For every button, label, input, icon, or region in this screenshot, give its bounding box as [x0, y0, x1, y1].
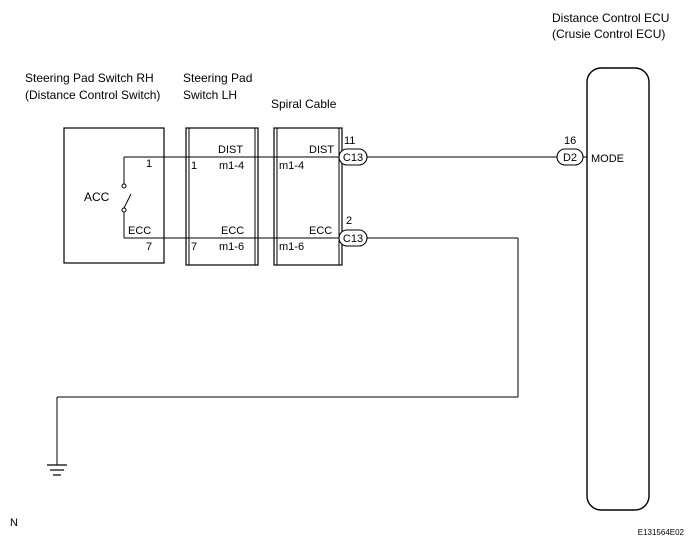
ecu-mode-label: MODE — [591, 153, 624, 165]
switch-rh-title-line2: (Distance Control Switch) — [25, 88, 160, 102]
switch-lever — [123, 193, 132, 209]
switch-rh-title-line1: Steering Pad Switch RH — [25, 71, 154, 85]
switch-lh-pin-top: 1 — [191, 160, 197, 172]
switch-lh-box — [185, 127, 259, 266]
switch-lh-dist-label: DIST — [218, 144, 243, 156]
ecu-box — [586, 67, 650, 511]
switch-lh-title-line2: Switch LH — [183, 88, 237, 102]
switch-lh-title-line1: Steering Pad — [183, 71, 252, 85]
switch-lh-pin-bottom: 7 — [191, 241, 197, 253]
spiral-ecc-label: ECC — [309, 225, 332, 237]
switch-lh-ecc-label: ECC — [221, 225, 244, 237]
spiral-cable-box — [273, 127, 343, 266]
switch-lh-pin-bottom-name: m1-6 — [219, 241, 244, 253]
footer-left-mark: N — [10, 517, 18, 529]
figure-id: E131564E02 — [638, 528, 685, 537]
switch-rh-ecc-label: ECC — [128, 225, 151, 237]
ecu-title-line1: Distance Control ECU — [552, 11, 669, 25]
switch-rh-pin-top: 1 — [146, 158, 152, 170]
connector-d2-label: D2 — [563, 152, 577, 164]
connector-bottom-label: C13 — [343, 233, 363, 245]
ecu-pin-number: 16 — [564, 135, 576, 147]
connector-bottom-pin: 2 — [346, 215, 352, 227]
spiral-dist-label: DIST — [309, 144, 334, 156]
switch-lh-pin-top-name: m1-4 — [219, 160, 244, 172]
connector-c13-top — [338, 148, 368, 166]
ground-symbol-icon — [47, 464, 67, 476]
switch-rh-box — [63, 127, 165, 264]
spiral-pin-bottom-name: m1-6 — [279, 241, 304, 253]
ecu-title-line2: (Crusie Control ECU) — [552, 27, 665, 41]
spiral-pin-top-name: m1-4 — [279, 160, 304, 172]
connector-d2 — [556, 148, 584, 166]
switch-contact-bottom — [121, 207, 127, 213]
connector-top-label: C13 — [343, 152, 363, 164]
switch-acc-label: ACC — [84, 190, 110, 204]
switch-rh-pin-bottom: 7 — [146, 241, 152, 253]
connector-top-pin: 11 — [344, 135, 355, 147]
connector-c13-bottom — [338, 229, 368, 247]
switch-contact-top — [121, 183, 127, 189]
spiral-cable-title: Spiral Cable — [271, 97, 337, 111]
